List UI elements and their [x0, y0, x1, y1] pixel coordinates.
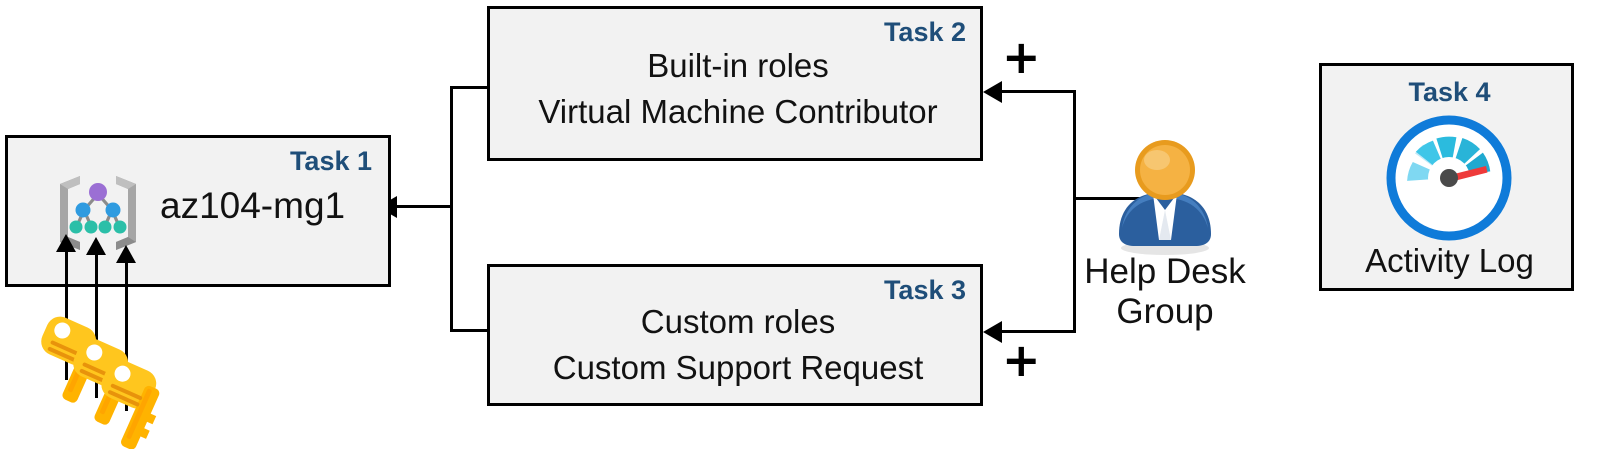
plus-sign-task2: +	[1002, 30, 1041, 84]
keys-icon	[41, 316, 160, 449]
connector-right-bus	[1073, 90, 1076, 333]
task-2-line-2: Virtual Machine Contributor	[538, 93, 938, 130]
task-4-tag: Task 4	[1408, 77, 1491, 107]
connector-left-bus	[450, 86, 453, 332]
connector-bus-to-task1	[395, 205, 453, 208]
connector-task2-to-bus	[450, 86, 490, 89]
connector-bus-to-task3	[1000, 330, 1076, 333]
user-group-icon	[1119, 140, 1211, 255]
helpdesk-group-label: Help Desk Group	[1070, 252, 1260, 333]
key-arrow-head-1	[56, 234, 76, 252]
arrowhead-into-task3	[983, 321, 1002, 343]
task-3-tag: Task 3	[883, 275, 966, 305]
key-arrow-head-3	[116, 245, 136, 263]
connector-bus-to-task2	[1000, 90, 1076, 93]
management-group-icon	[60, 176, 136, 250]
task-1-tag: Task 1	[289, 146, 372, 176]
task-2-tag: Task 2	[883, 17, 966, 47]
task-2-box[interactable]: Task 2 Built-in roles Virtual Machine Co…	[487, 6, 983, 161]
plus-sign-task3: +	[1002, 333, 1041, 387]
task-1-label: az104-mg1	[160, 185, 346, 226]
task-3-line-2: Custom Support Request	[552, 349, 924, 386]
connector-helpdesk-to-bus	[1073, 197, 1141, 200]
helpdesk-group-line-1: Help Desk	[1084, 252, 1246, 291]
task-1-box[interactable]: Task 1	[5, 135, 391, 287]
key-arrow-shaft-1	[65, 245, 68, 380]
arrowhead-into-task2	[983, 81, 1002, 103]
connector-task3-to-bus	[450, 329, 490, 332]
task-2-line-1: Built-in roles	[647, 47, 829, 84]
task-4-box[interactable]: Task 4 Activity Log	[1319, 63, 1574, 291]
helpdesk-group-line-2: Group	[1116, 292, 1214, 332]
task-3-box[interactable]: Task 3 Custom roles Custom Support Reque…	[487, 264, 983, 406]
key-arrow-head-2	[86, 237, 106, 255]
key-arrow-shaft-3	[125, 256, 128, 411]
task-3-line-1: Custom roles	[640, 303, 836, 340]
task-4-label: Activity Log	[1365, 242, 1534, 279]
gauge-icon	[1386, 115, 1512, 241]
key-arrow-shaft-2	[95, 248, 98, 398]
